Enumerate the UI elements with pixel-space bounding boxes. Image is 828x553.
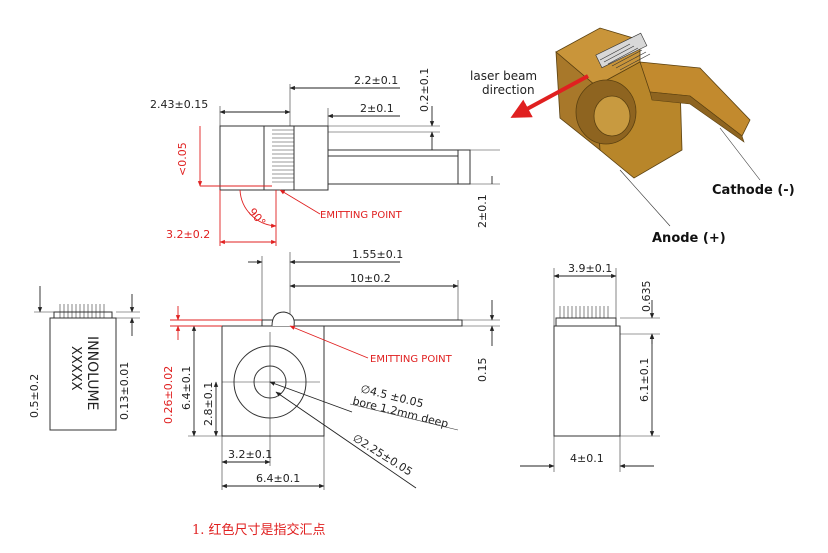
- left-view: INNOLUME XXXXX 0.5±0.2 0.13±0.01: [28, 286, 140, 431]
- label-brand: INNOLUME: [84, 336, 100, 410]
- dim-2-2: 2.2±0.1: [354, 74, 398, 87]
- dim-1-55: 1.55±0.1: [352, 248, 403, 261]
- right-view: 3.9±0.1 0.635 6.1±0.1 4±0.1: [520, 262, 660, 472]
- dim-6-4-horizontal: 6.4±0.1: [256, 472, 300, 485]
- dim-0-13: 0.13±0.01: [118, 362, 131, 420]
- iso-chip: [595, 32, 651, 71]
- anode-label: Anode (+): [652, 231, 726, 246]
- side-view: 2.43±0.15 2.2±0.1 2±0.1 0.2±0.1 <0.05 90…: [150, 68, 500, 246]
- side-emitting-point: EMITTING POINT: [320, 210, 403, 221]
- side-pins: [272, 129, 296, 183]
- dim-3-2-side: 3.2±0.2: [166, 228, 210, 241]
- dim-10: 10±0.2: [350, 272, 391, 285]
- dim-2: 2±0.1: [360, 102, 394, 115]
- dim-hole-diameter: ∅2.25±0.05: [350, 432, 414, 479]
- side-submount: [293, 125, 329, 191]
- laser-beam-label-1: laser beam: [470, 69, 537, 83]
- dim-6-4-vertical: 6.4±0.1: [180, 366, 193, 410]
- dim-2-8: 2.8±0.1: [202, 382, 215, 426]
- cathode-label: Cathode (-): [712, 183, 795, 198]
- dim-0-5: 0.5±0.2: [28, 374, 41, 418]
- dim-0-26: 0.26±0.02: [162, 366, 175, 424]
- dim-0-15: 0.15: [476, 358, 489, 383]
- footnote: 1. 红色尺寸是指交汇点: [192, 522, 326, 538]
- dim-3-9: 3.9±0.1: [568, 262, 612, 275]
- dim-lt-0-05: <0.05: [176, 142, 189, 176]
- dim-6-1: 6.1±0.1: [638, 358, 651, 402]
- side-lead-top: [327, 149, 459, 157]
- laser-beam-arrow: [510, 74, 589, 118]
- front-lead: [261, 319, 463, 327]
- dim-90-deg: 90°: [246, 206, 268, 229]
- dim-0-2: 0.2±0.1: [418, 68, 431, 112]
- side-lead-end: [457, 149, 471, 185]
- left-pins: [59, 304, 105, 318]
- front-emitter-bump: [271, 311, 295, 327]
- left-body: [49, 317, 117, 431]
- right-pins: [559, 306, 609, 318]
- side-lead: [327, 155, 459, 185]
- side-body: [219, 125, 273, 191]
- right-body: [553, 325, 621, 437]
- left-lead: [53, 311, 113, 319]
- label-code: XXXXX: [68, 346, 83, 391]
- dim-2-43: 2.43±0.15: [150, 98, 208, 111]
- front-emitting-point: EMITTING POINT: [370, 354, 453, 365]
- dim-4: 4±0.1: [570, 452, 604, 465]
- dim-0-635: 0.635: [640, 281, 653, 313]
- iso-view: laser beam direction Cathode (-) Anode (…: [470, 27, 795, 246]
- laser-beam-label-2: direction: [482, 83, 535, 97]
- dim-3-2-front: 3.2±0.1: [228, 448, 272, 461]
- dim-2-thickness: 2±0.1: [476, 194, 489, 228]
- front-view: 1.55±0.1 10±0.2 6.4±0.1 2.8±0.1 0.26±0.0…: [162, 248, 500, 490]
- right-lead: [555, 317, 617, 327]
